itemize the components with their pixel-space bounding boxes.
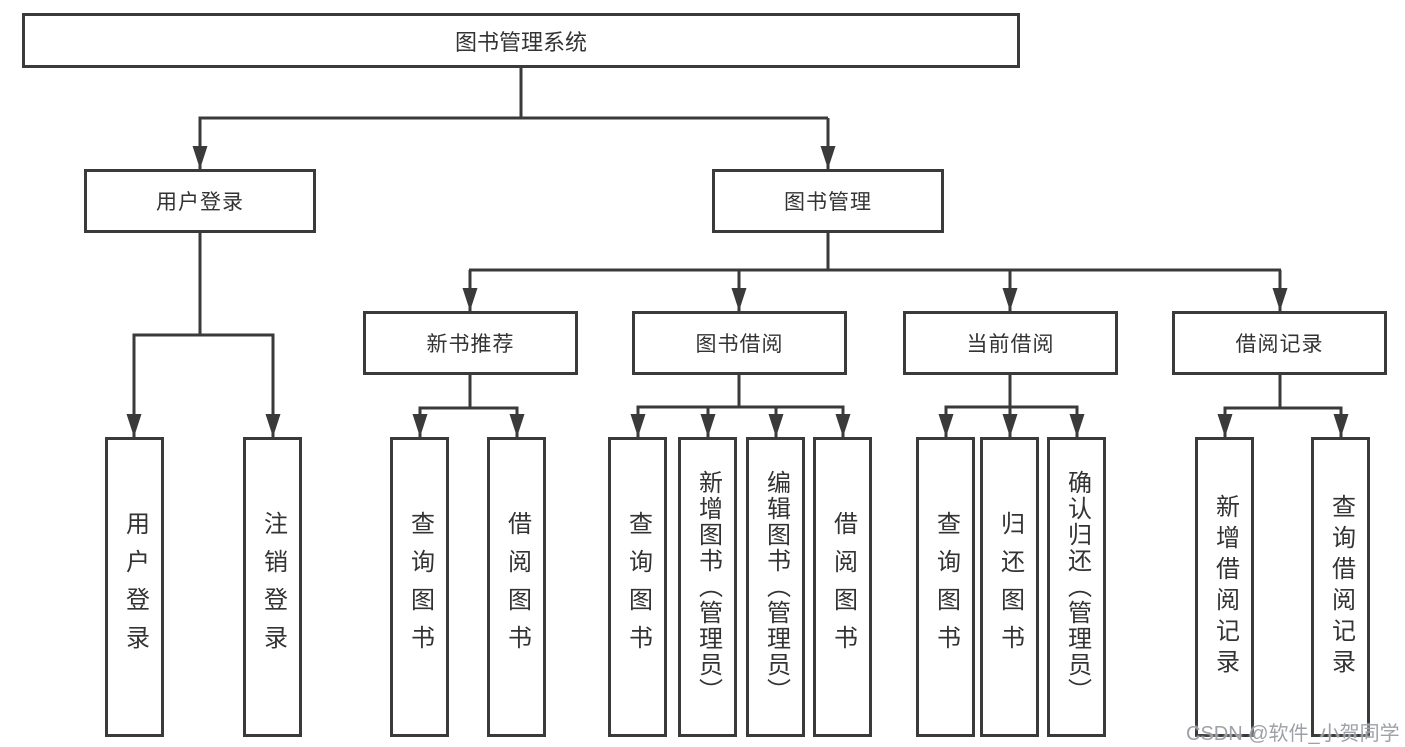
node-borrow-records: 借阅记录	[1172, 311, 1387, 375]
csdn-watermark: CSDN @软件_小贺同学	[1186, 723, 1400, 745]
leaf-add-borrow-record: 新增借阅记录	[1195, 437, 1254, 737]
leaf-user-login: 用户登录	[105, 437, 164, 737]
leaf-return-books: 归还图书	[980, 437, 1039, 737]
node-book-management: 图书管理	[712, 169, 944, 233]
node-current-borrowing: 当前借阅	[903, 311, 1118, 375]
leaf-confirm-return-admin: 确认归还（管理员）	[1047, 437, 1106, 737]
leaf-borrow-books-recommendation: 借阅图书	[487, 437, 546, 737]
leaf-borrow-books: 借阅图书	[813, 437, 872, 737]
node-user-login: 用户登录	[84, 169, 316, 233]
node-new-book-recommendation: 新书推荐	[363, 311, 578, 375]
leaf-query-borrow-record: 查询借阅记录	[1311, 437, 1370, 737]
leaf-query-books-borrowing: 查询图书	[608, 437, 667, 737]
node-library-management-system: 图书管理系统	[22, 13, 1020, 68]
leaf-query-books-recommendation: 查询图书	[390, 437, 449, 737]
node-book-borrowing: 图书借阅	[632, 311, 847, 375]
leaf-query-books-current: 查询图书	[916, 437, 975, 737]
leaf-logout: 注销登录	[243, 437, 302, 737]
leaf-edit-books-admin: 编辑图书（管理员）	[746, 437, 805, 737]
leaf-add-books-admin: 新增图书（管理员）	[678, 437, 737, 737]
